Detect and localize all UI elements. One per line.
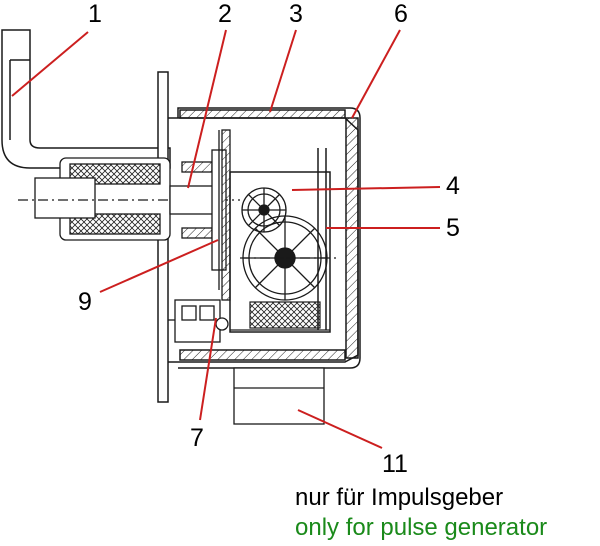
leader-lines xyxy=(11,29,441,449)
bracket-part xyxy=(1,29,171,169)
leader-line-3 xyxy=(269,29,297,113)
large-gear xyxy=(240,215,340,301)
callout-1: 1 xyxy=(88,0,102,28)
leader-line-1 xyxy=(11,31,89,97)
gear-rack xyxy=(230,301,330,331)
terminal-block xyxy=(168,299,229,343)
small-gear xyxy=(241,187,287,233)
callout-2: 2 xyxy=(218,0,232,28)
callout-5: 5 xyxy=(446,214,460,242)
callout-4: 4 xyxy=(446,172,460,200)
leader-line-11 xyxy=(297,409,383,449)
leader-line-2 xyxy=(187,29,227,189)
leader-line-6 xyxy=(351,29,401,119)
callout-3: 3 xyxy=(289,0,303,28)
leader-line-9 xyxy=(99,239,219,293)
callout-6: 6 xyxy=(394,0,408,28)
callout-7: 7 xyxy=(190,424,204,452)
leader-line-4 xyxy=(291,186,441,191)
leader-line-7 xyxy=(199,317,217,421)
callout-11: 11 xyxy=(382,450,408,478)
caption-english: only for pulse generator xyxy=(295,514,548,541)
caption-german: nur für Impulsgeber xyxy=(295,484,504,511)
callout-9: 9 xyxy=(78,288,92,316)
shaft-assembly xyxy=(18,129,240,301)
